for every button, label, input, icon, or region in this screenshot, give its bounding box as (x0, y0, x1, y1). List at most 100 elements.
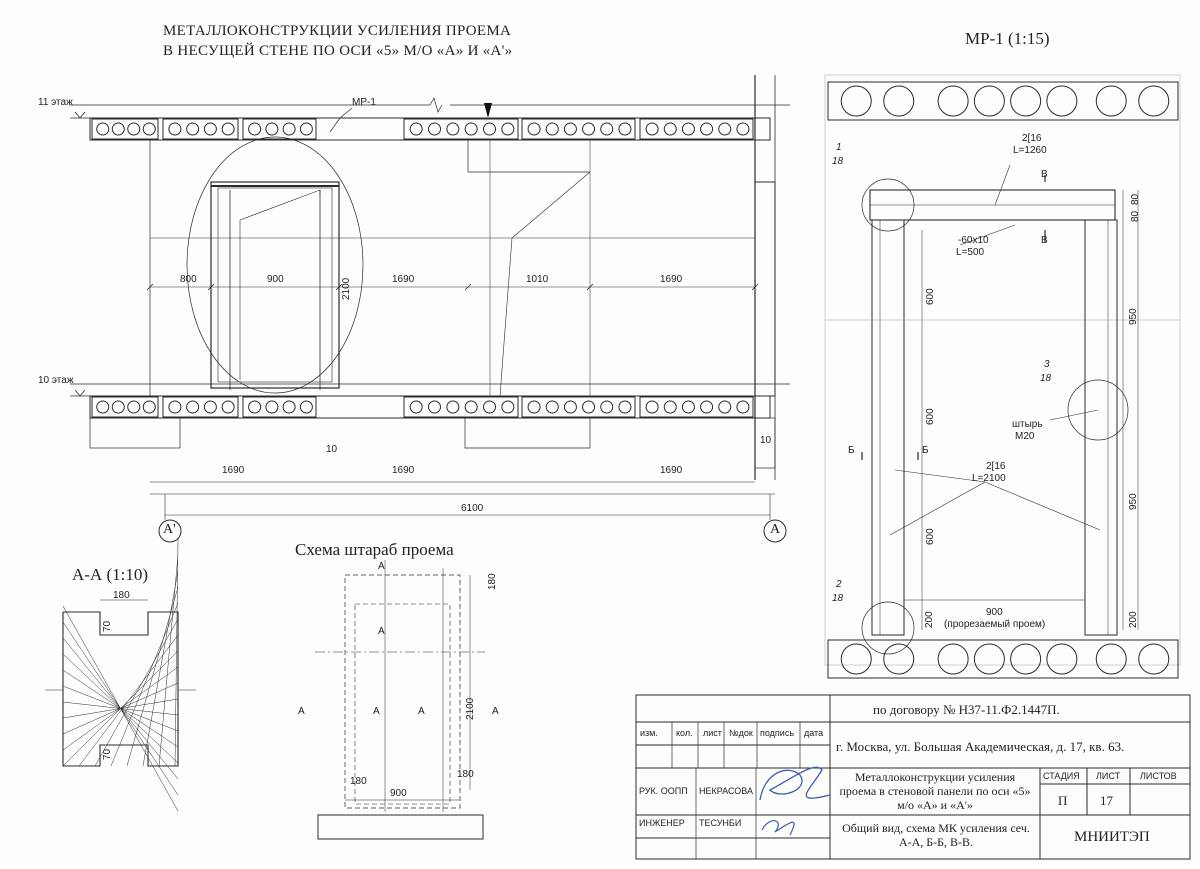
mp1-dim-600b: 600 (925, 408, 936, 425)
mp1-dim-200-right: 200 (1128, 611, 1139, 628)
dim-800: 800 (180, 274, 197, 285)
stamp-col-podpis: подпись (760, 728, 795, 738)
scheme-dim-180-right: 180 (457, 769, 474, 780)
scheme-dim-900: 900 (390, 788, 407, 799)
mp1-post-len: L=2100 (972, 473, 1006, 484)
dim-bottom-1690b: 1690 (392, 465, 415, 476)
bottom-slab (89, 395, 771, 419)
stamp-sheets-header: ЛИСТОВ (1140, 771, 1177, 781)
axis-marker-left (158, 519, 182, 543)
main-title-line2: В НЕСУЩЕЙ СТЕНЕ ПО ОСИ «5» М/О «А» И «А'… (163, 43, 513, 59)
mp1-dim-80a: 80 (1130, 193, 1141, 205)
mp1-callout: МР-1 (352, 97, 376, 108)
stamp-org: МНИИТЭП (1074, 829, 1150, 845)
mp1-callout3-num: 3 (1044, 359, 1050, 370)
mp1-mark-b-right: Б (922, 445, 929, 456)
dim-gap-10-left: 10 (326, 444, 338, 455)
mp1-mark-v-top: В (1041, 169, 1048, 180)
scheme-mark-a2: А (378, 626, 385, 637)
mp1-dim-900: 900 (986, 607, 1003, 618)
dim-1010: 1010 (526, 274, 549, 285)
axis-label-right: А (770, 522, 781, 537)
scheme-mark-a5: А (418, 706, 425, 717)
scheme-mark-a1: А (378, 561, 385, 572)
dim-total-6100: 6100 (461, 503, 484, 514)
dim-1690a: 1690 (392, 274, 415, 285)
mp1-drawing (824, 74, 1181, 679)
mp1-callout1-sheet: 18 (832, 156, 844, 167)
mp1-mark-v-bottom: В (1041, 235, 1048, 246)
stamp-col-list: лист (703, 728, 722, 738)
dim-height-2100: 2100 (341, 277, 352, 300)
mp1-dim-950a: 950 (1128, 308, 1139, 325)
stamp-stage-header: СТАДИЯ (1043, 771, 1080, 781)
post-left (871, 219, 905, 636)
section-aa-dim-70-bottom: 70 (102, 748, 113, 760)
floor-10-label: 10 этаж (38, 375, 74, 386)
stamp-col-kol: кол. (676, 728, 693, 738)
mp1-callout2-sheet: 18 (832, 593, 844, 604)
scheme-title: Схема штараб проема (295, 540, 454, 559)
stamp-col-izm: изм. (640, 728, 658, 738)
stamp-sheet-header: ЛИСТ (1096, 771, 1121, 781)
title-block-lines (635, 694, 1191, 860)
scheme-mark-a6: А (492, 706, 499, 717)
bottom-slab-cores (91, 396, 754, 418)
stamp-stage-value: П (1058, 793, 1068, 808)
stamp-name-2: ТЕСУНБИ (699, 818, 742, 828)
mp1-mark-b-left: Б (848, 445, 855, 456)
mp1-dim-950b: 950 (1128, 493, 1139, 510)
scheme-mark-a4: А (373, 706, 380, 717)
mp1-post-spec: 2[16 (986, 461, 1006, 472)
mp1-callout2-num: 2 (836, 579, 842, 590)
detail-circle (186, 136, 364, 394)
main-title-line1: МЕТАЛЛОКОНСТРУКЦИИ УСИЛЕНИЯ ПРОЕМА (163, 23, 512, 39)
section-aa-dim-180: 180 (113, 590, 130, 601)
floor-11-label: 11 этаж (38, 97, 73, 108)
stamp-name-1: НЕКРАСОВА (699, 786, 753, 796)
mp1-beam-spec: 2[16 (1022, 133, 1042, 144)
stamp-address: г. Москва, ул. Большая Академическая, д.… (836, 739, 1125, 754)
dim-gap-10-right: 10 (760, 435, 772, 446)
stamp-col-ndok: №док (729, 728, 753, 738)
signature-1 (759, 766, 831, 801)
mp1-title: МР-1 (1:15) (965, 29, 1050, 48)
dim-bottom-1690a: 1690 (222, 465, 245, 476)
mp1-beam-len: L=1260 (1013, 145, 1047, 156)
scheme-drawing (315, 560, 485, 840)
axis-marker-right (763, 519, 787, 543)
stamp-role-2: ИНЖЕНЕР (639, 818, 685, 828)
mp1-callout3-sheet: 18 (1040, 373, 1052, 384)
dim-1690b: 1690 (660, 274, 683, 285)
stamp-sheet-title: Общий вид, схема МК усиления сеч. А-А, Б… (842, 821, 1030, 849)
scheme-dim-2100: 2100 (465, 697, 476, 720)
section-aa-dim-70-top: 70 (102, 620, 113, 632)
post-right (1084, 219, 1118, 636)
scheme-dim-180-left: 180 (350, 776, 367, 787)
mp1-dim-600c: 600 (925, 528, 936, 545)
stamp-sheet-value: 17 (1100, 793, 1113, 808)
mp1-dim-600a: 600 (925, 288, 936, 305)
axis-label-left: А' (163, 522, 176, 537)
mp1-opening-note: (прорезаемый проем) (944, 619, 1046, 630)
mp1-pin-size: М20 (1015, 431, 1035, 442)
scheme-dim-180-top: 180 (487, 573, 498, 590)
mp1-callout1-num: 1 (836, 142, 842, 153)
scheme-mark-a3: А (298, 706, 305, 717)
top-slab (89, 117, 771, 141)
stamp-contract: по договору № Н37-11.Ф2.1447П. (873, 702, 1060, 717)
mp1-dim-80b: 80 (1130, 210, 1141, 222)
signature-2 (761, 820, 795, 836)
mp1-plate-len: L=500 (956, 247, 985, 258)
mp1-plate-spec: -60х10 (958, 235, 989, 246)
mp1-dim-200-left: 200 (924, 611, 935, 628)
dim-900: 900 (267, 274, 284, 285)
section-aa-title: А-А (1:10) (72, 565, 149, 584)
mp1-pin-label: штырь (1012, 419, 1043, 430)
dim-bottom-1690c: 1690 (660, 465, 683, 476)
section-aa (45, 538, 196, 812)
top-slab-cores (91, 118, 754, 140)
stamp-role-1: РУК. ООПП (639, 786, 688, 796)
